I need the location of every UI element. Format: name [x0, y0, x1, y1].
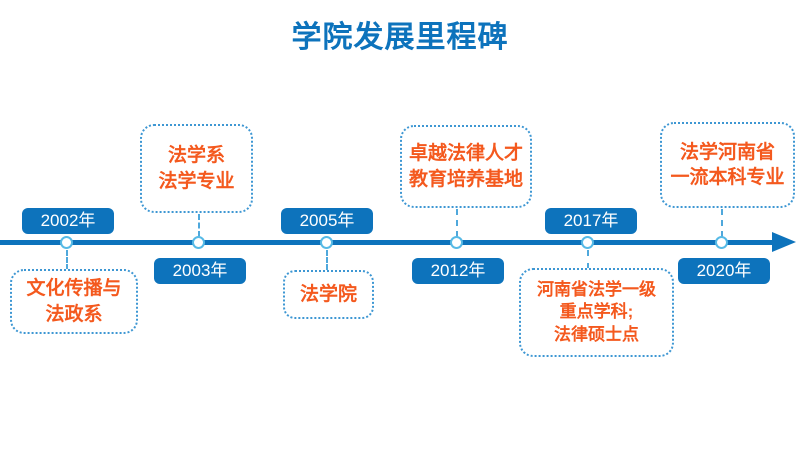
callout-text-line: 法学专业 [158, 170, 235, 192]
milestone-callout-2005: 法学院 [283, 270, 374, 319]
callout-text-line: 法学院 [299, 283, 357, 305]
milestone-callout-2020: 法学河南省 一流本科专业 [660, 122, 795, 208]
connector-line [721, 209, 723, 237]
milestone-callout-2002: 文化传播与 法政系 [10, 269, 138, 334]
timeline-arrow-icon [772, 232, 796, 252]
year-label-2012: 2012年 [412, 258, 504, 284]
callout-text-line: 重点学科; [559, 302, 634, 322]
timeline-node-dot [60, 236, 73, 249]
timeline-node-dot [450, 236, 463, 249]
callout-text-line: 教育培养基地 [408, 168, 523, 190]
year-label-2017: 2017年 [545, 208, 637, 234]
callout-text-line: 法学系 [167, 145, 225, 167]
milestone-callout-2003: 法学系 法学专业 [140, 124, 253, 213]
timeline-node-dot [320, 236, 333, 249]
timeline-node-dot [581, 236, 594, 249]
year-label-2003: 2003年 [154, 258, 246, 284]
callout-text-line: 法律硕士点 [554, 324, 639, 344]
callout-text-line: 一流本科专业 [670, 167, 785, 188]
milestone-callout-2017: 河南省法学一级 重点学科; 法律硕士点 [519, 268, 674, 357]
timeline-node-dot [192, 236, 205, 249]
connector-line [66, 250, 68, 270]
callout-text-line: 法学河南省 [679, 141, 775, 163]
page-title: 学院发展里程碑 [291, 21, 509, 54]
timeline-axis [0, 240, 774, 245]
callout-text-line: 卓越法律人才 [408, 143, 523, 165]
milestone-callout-2012: 卓越法律人才 教育培养基地 [400, 125, 532, 208]
year-label-2020: 2020年 [678, 258, 770, 284]
connector-line [456, 209, 458, 237]
callout-text-line: 文化传播与 [26, 278, 122, 300]
callout-text-line: 河南省法学一级 [537, 279, 656, 299]
callout-text-line: 法政系 [45, 303, 103, 325]
year-label-2002: 2002年 [22, 208, 114, 234]
connector-line [587, 250, 589, 269]
year-label-2005: 2005年 [281, 208, 373, 234]
timeline-node-dot [715, 236, 728, 249]
connector-line [198, 214, 200, 237]
connector-line [326, 250, 328, 270]
